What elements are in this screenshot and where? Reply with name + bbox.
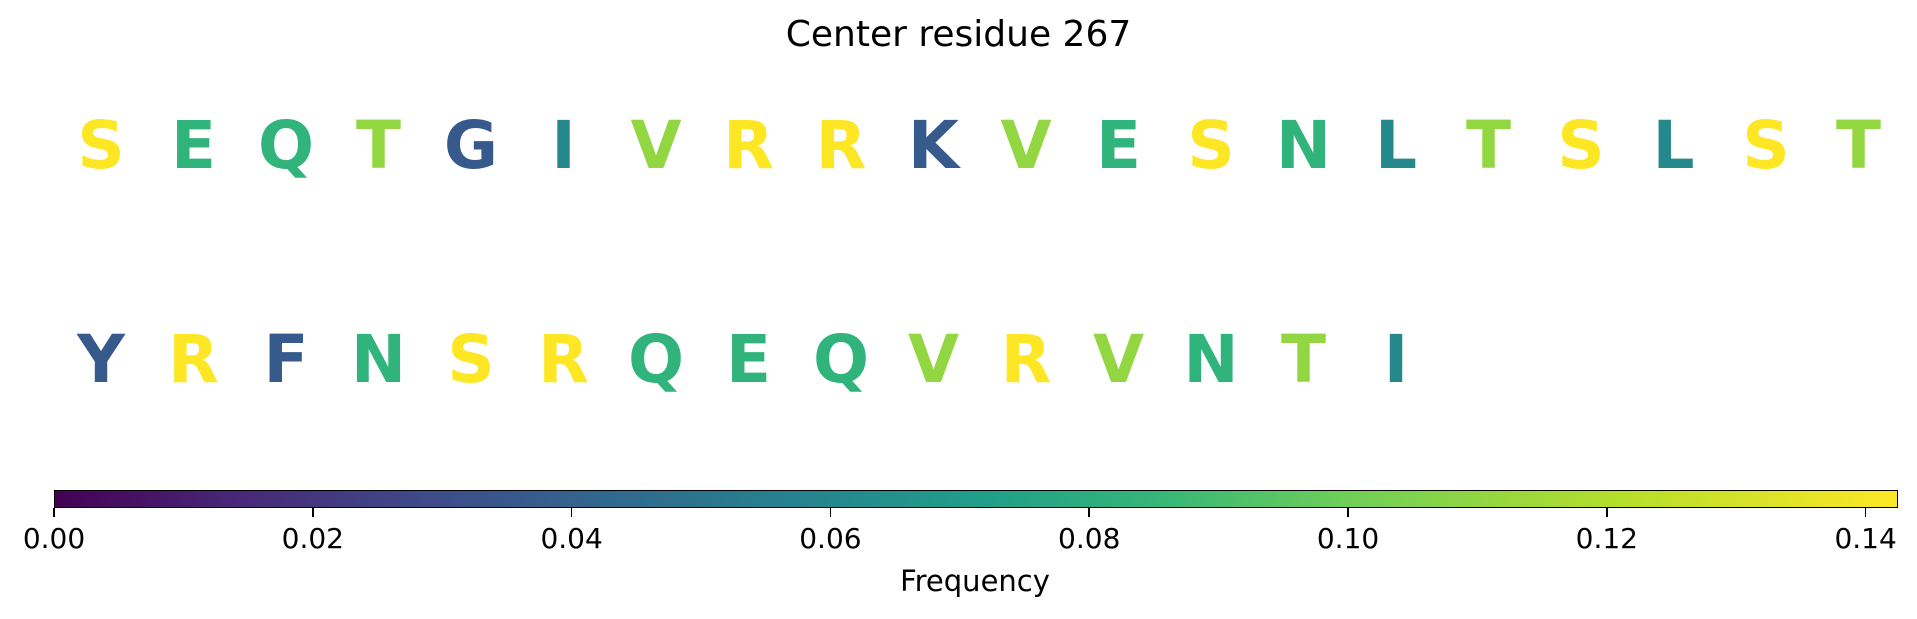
- residue-letter: G: [443, 107, 499, 184]
- residue-letter: E: [725, 321, 772, 398]
- colorbar-tick-label: 0.06: [799, 522, 862, 555]
- colorbar-tick-label: 0.14: [1834, 522, 1897, 555]
- colorbar-tick: [1864, 508, 1867, 517]
- colorbar-tick: [829, 508, 832, 517]
- residue-letter: T: [1280, 321, 1327, 398]
- colorbar-tick-label: 0.02: [281, 522, 344, 555]
- colorbar-tick: [1088, 508, 1090, 517]
- residue-letter: Q: [627, 321, 685, 398]
- residue-letter: T: [1835, 107, 1882, 184]
- residue-letter: E: [1095, 107, 1142, 184]
- residue-letter: R: [815, 107, 867, 184]
- residue-letter: T: [1465, 107, 1512, 184]
- residue-letter: N: [1275, 107, 1332, 184]
- residue-letter: R: [1000, 321, 1052, 398]
- residue-letter: V: [1000, 107, 1052, 184]
- residue-letter: S: [447, 321, 495, 398]
- residue-letter: V: [907, 321, 960, 398]
- colorbar-tick: [570, 508, 573, 517]
- residue-letter: K: [907, 107, 960, 184]
- residue-letter: S: [1742, 107, 1790, 184]
- residue-letter: E: [170, 107, 217, 184]
- residue-letter: S: [1557, 107, 1605, 184]
- residue-letter: L: [1652, 107, 1695, 184]
- colorbar-tick: [1606, 508, 1608, 517]
- residue-letter: R: [723, 107, 774, 184]
- residue-letter: R: [538, 321, 589, 398]
- colorbar-tick: [1347, 508, 1349, 517]
- residue-letter: I: [551, 107, 576, 184]
- residue-letter: N: [350, 321, 407, 398]
- colorbar-tick-label: 0.10: [1316, 522, 1380, 555]
- colorbar: [54, 490, 1898, 508]
- residue-letter: N: [1183, 321, 1239, 398]
- residue-letter: I: [1383, 321, 1409, 398]
- residue-letter: F: [263, 321, 309, 398]
- colorbar-tick-label: 0.04: [540, 522, 603, 555]
- residue-letter: L: [1374, 107, 1418, 184]
- residue-letter: R: [168, 321, 219, 398]
- colorbar-tick: [312, 508, 314, 517]
- colorbar-tick-label: 0.12: [1575, 522, 1638, 555]
- residue-letter: Y: [77, 321, 125, 398]
- residue-letter: Q: [812, 321, 870, 398]
- colorbar-tick: [53, 508, 55, 517]
- chart-title: Center residue 267: [785, 14, 1132, 55]
- residue-letter: T: [355, 107, 402, 184]
- residue-letter: V: [1092, 321, 1145, 398]
- residue-letter: S: [77, 107, 125, 184]
- colorbar-label: Frequency: [900, 564, 1050, 598]
- residue-letter: Q: [257, 107, 315, 184]
- residue-letter: V: [630, 107, 682, 184]
- residue-letter: S: [1187, 107, 1235, 184]
- colorbar-tick-label: 0.08: [1058, 522, 1121, 555]
- colorbar-tick-label: 0.00: [22, 522, 86, 555]
